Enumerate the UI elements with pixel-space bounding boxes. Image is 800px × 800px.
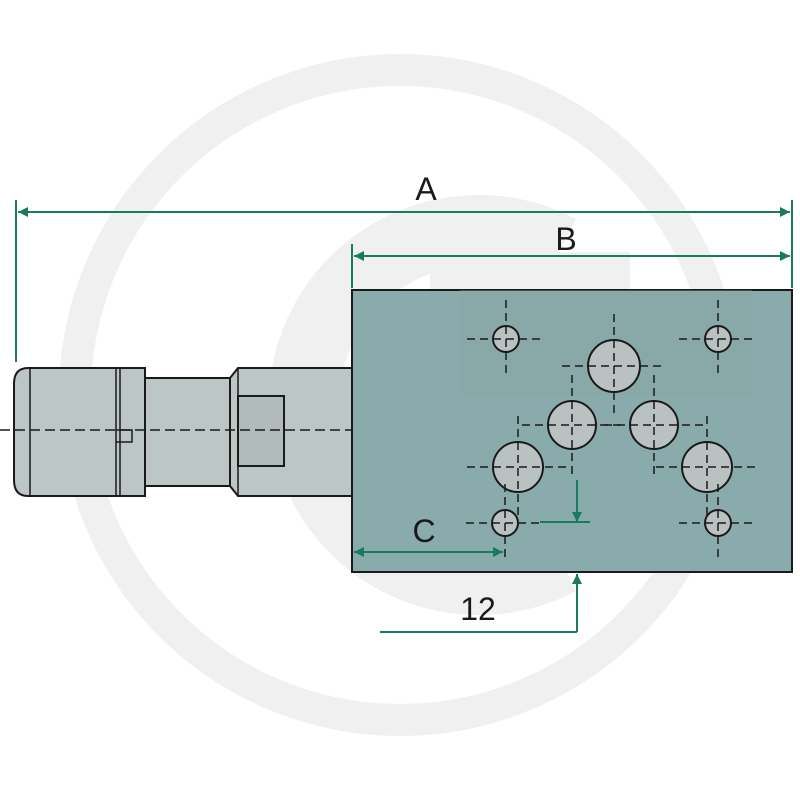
cartridge-flat bbox=[237, 395, 285, 467]
dimension-label-a: A bbox=[415, 171, 437, 207]
cartridge-cap bbox=[13, 367, 146, 497]
dimension-lines bbox=[15, 200, 793, 633]
port-holes bbox=[466, 300, 758, 562]
port-hole-top bbox=[562, 314, 666, 418]
mounting-hole-top-right bbox=[679, 300, 757, 378]
dimension-label-b: B bbox=[555, 221, 576, 257]
cartridge-neck bbox=[144, 377, 231, 487]
mounting-hole-bottom-right bbox=[679, 484, 757, 562]
mounting-hole-bottom-left bbox=[466, 484, 544, 562]
mounting-hole-top-left bbox=[467, 300, 545, 378]
port-hole-lower-right bbox=[656, 416, 758, 518]
dimension-label-c: C bbox=[412, 513, 435, 549]
dimension-label-offset: 12 bbox=[460, 591, 496, 627]
port-hole-lower-left bbox=[467, 416, 569, 518]
port-hole-middle-left bbox=[522, 375, 622, 475]
port-hole-middle-right bbox=[604, 375, 704, 475]
valve-cartridge bbox=[13, 367, 353, 497]
